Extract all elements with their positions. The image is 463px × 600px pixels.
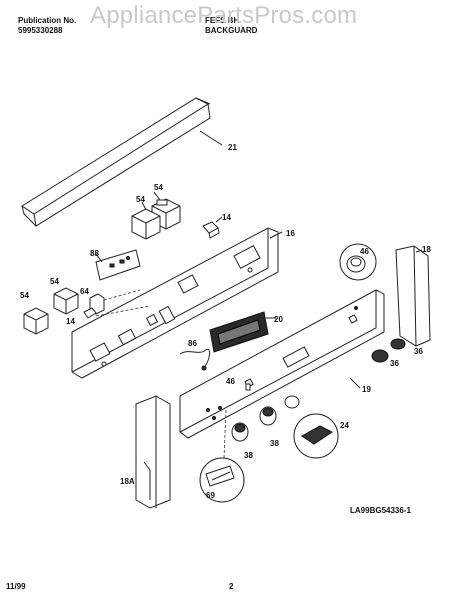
clock-display-20	[209, 311, 269, 353]
footer-date: 11/99	[6, 582, 26, 591]
knob-46-small	[245, 383, 251, 391]
callout-18A: 18A	[120, 477, 135, 486]
diagram-code: LA99BG54336-1	[350, 506, 411, 515]
page-number: 2	[229, 582, 234, 591]
knob-36-a	[371, 349, 389, 363]
callout-64: 64	[80, 287, 89, 296]
top-trim-part	[21, 97, 211, 227]
knob-36-b	[390, 338, 406, 350]
knob-38-a	[231, 422, 249, 442]
callout-36-b: 36	[390, 359, 399, 368]
callout-46-b: 46	[226, 377, 235, 386]
callout-88: 88	[90, 249, 99, 258]
callout-21: 21	[228, 143, 237, 152]
callout-54-a: 54	[154, 183, 163, 192]
wire-86	[179, 348, 211, 371]
screw-69-callout	[199, 457, 245, 503]
callout-69: 69	[206, 491, 215, 500]
callout-14-a: 14	[222, 213, 231, 222]
callout-46-a: 46	[360, 247, 369, 256]
callout-36-a: 36	[414, 347, 423, 356]
model-number: FEFS BH	[205, 16, 240, 25]
board-88	[95, 249, 141, 281]
end-cap-18	[395, 245, 431, 347]
clip-14-lower	[83, 307, 97, 319]
knob-38-b	[259, 406, 277, 426]
clip-14-upper	[202, 221, 220, 239]
publication-label: Publication No.	[18, 16, 77, 25]
callout-19: 19	[362, 385, 371, 394]
callout-38-a: 38	[244, 451, 253, 460]
knob-36-c	[284, 395, 300, 409]
callout-20: 20	[274, 315, 283, 324]
callout-38-b: 38	[270, 439, 279, 448]
callout-14-b: 14	[66, 317, 75, 326]
publication-number: 5995330288	[18, 26, 63, 35]
callout-86: 86	[188, 339, 197, 348]
control-panel-19	[179, 289, 385, 439]
knob-46-callout	[339, 243, 377, 281]
callout-16: 16	[286, 229, 295, 238]
watermark-text: AppliancePartsPros.com	[90, 2, 358, 29]
end-cap-18A	[135, 395, 171, 509]
rear-panel-16	[71, 227, 279, 379]
relay-54-left-upper	[53, 287, 79, 315]
section-title: BACKGUARD	[205, 26, 258, 35]
callout-54-b: 54	[136, 195, 145, 204]
switch-24-callout	[293, 413, 339, 459]
callout-24: 24	[340, 421, 349, 430]
relay-54-left-lower	[23, 307, 49, 335]
callout-54-d: 54	[20, 291, 29, 300]
callout-18: 18	[422, 245, 431, 254]
relay-54-lower	[131, 208, 161, 240]
callout-54-c: 54	[50, 277, 59, 286]
